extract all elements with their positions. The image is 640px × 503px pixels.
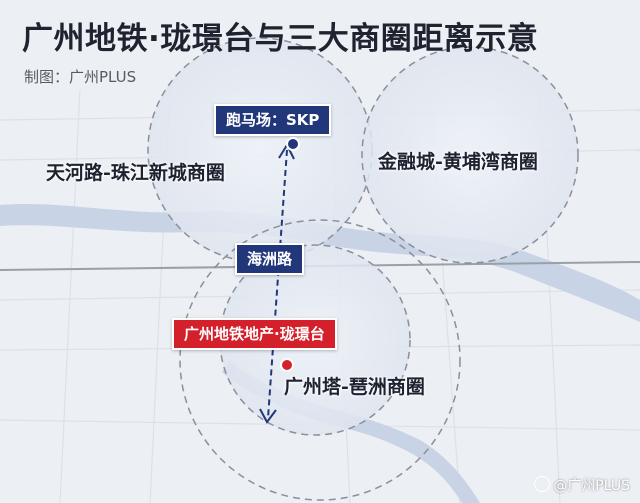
skp-tag: 跑马场：SKP [214, 104, 332, 136]
project-marker-icon [280, 358, 294, 372]
logo-circle-icon [534, 476, 551, 492]
tianhe-area-label: 天河路-珠江新城商圈 [46, 162, 225, 184]
haizhou-tag: 海洲路 [235, 243, 305, 275]
skp-marker-icon [286, 137, 300, 151]
arrow-head-down-icon [259, 408, 277, 424]
tower-area-label: 广州塔-琶洲商圈 [284, 376, 425, 398]
page-subtitle: 制图：广州PLUS [24, 68, 137, 86]
watermark: @广州PLUS [534, 475, 630, 495]
circle-tianhe [147, 37, 373, 263]
page-title: 广州地铁·珑璟台与三大商圈距离示意 [22, 21, 539, 57]
jinrong-area-label: 金融城-黄埔湾商圈 [378, 151, 538, 173]
circle-outer-project [179, 219, 461, 501]
watermark-text: @广州PLUS [553, 478, 630, 494]
circle-jinrong [361, 46, 579, 264]
distance-arrow-line [267, 149, 288, 419]
project-tag: 广州地铁地产·珑璟台 [172, 318, 337, 350]
